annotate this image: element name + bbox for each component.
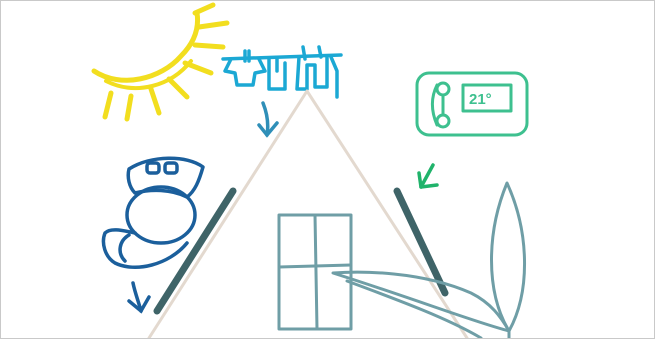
arrow-icon (259, 103, 277, 135)
arrow-icon (419, 165, 437, 187)
arrow-icon (129, 283, 149, 311)
clothes-dryer-icon (103, 158, 203, 267)
laundry-line-icon (223, 47, 341, 97)
thermostat-reading: 21° (469, 91, 492, 108)
sun-icon (94, 5, 227, 119)
